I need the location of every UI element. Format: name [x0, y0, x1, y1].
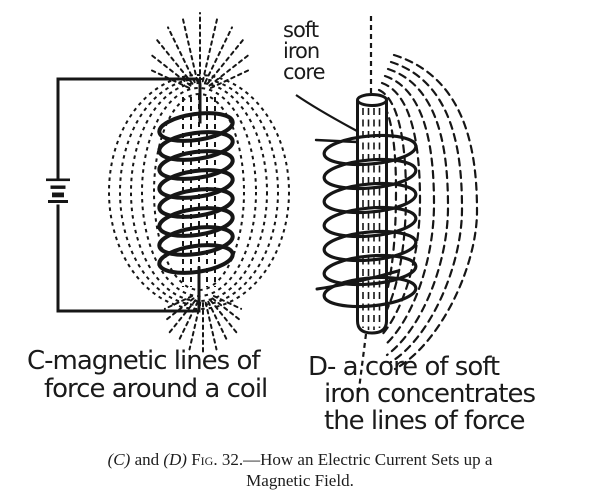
d-caption-line3: the lines of force — [324, 406, 525, 436]
diagram-d-caption: D- a core of soft iron concentrates the … — [308, 352, 536, 436]
soft-iron-core-label: soft iron core — [283, 20, 325, 83]
c-caption-line2: force around a coil — [44, 374, 268, 404]
caption-and: and — [130, 450, 164, 469]
core-label-line2: iron — [283, 39, 320, 63]
figure-caption: (C) and (D) Fig. 32.—How an Electric Cur… — [0, 449, 600, 491]
battery-symbol — [46, 178, 70, 203]
core-pointer-line — [295, 94, 358, 132]
figure-caption-line2: Magnetic Field. — [246, 471, 354, 490]
coil-d — [322, 133, 418, 309]
bottom-fan-rays-c — [163, 295, 243, 354]
d-caption-line1: D- a core of soft — [308, 352, 500, 382]
c-caption-line1: C-magnetic lines of — [27, 346, 261, 376]
caption-fig-abbr: Fig. — [186, 450, 222, 469]
caption-c-ref: (C) — [107, 450, 131, 469]
caption-d-ref: (D) — [163, 450, 187, 469]
axis-dashes-d — [356, 16, 373, 398]
figure-caption-line1: (C) and (D) Fig. 32.—How an Electric Cur… — [0, 449, 600, 470]
rod-hatching — [362, 108, 381, 330]
wire-leads-d — [314, 138, 400, 291]
top-fan-rays-c — [149, 12, 251, 89]
core-label-line3: core — [283, 60, 325, 84]
field-arcs-d — [375, 53, 479, 371]
diagram-c-caption: C-magnetic lines of force around a coil — [27, 346, 268, 404]
d-caption-line2: iron concentrates — [324, 379, 536, 409]
core-label-line1: soft — [283, 18, 319, 42]
circuit-wire — [56, 77, 202, 313]
coil-c — [157, 111, 235, 275]
caption-fig-text: 32.—How an Electric Current Sets up a — [221, 450, 493, 469]
